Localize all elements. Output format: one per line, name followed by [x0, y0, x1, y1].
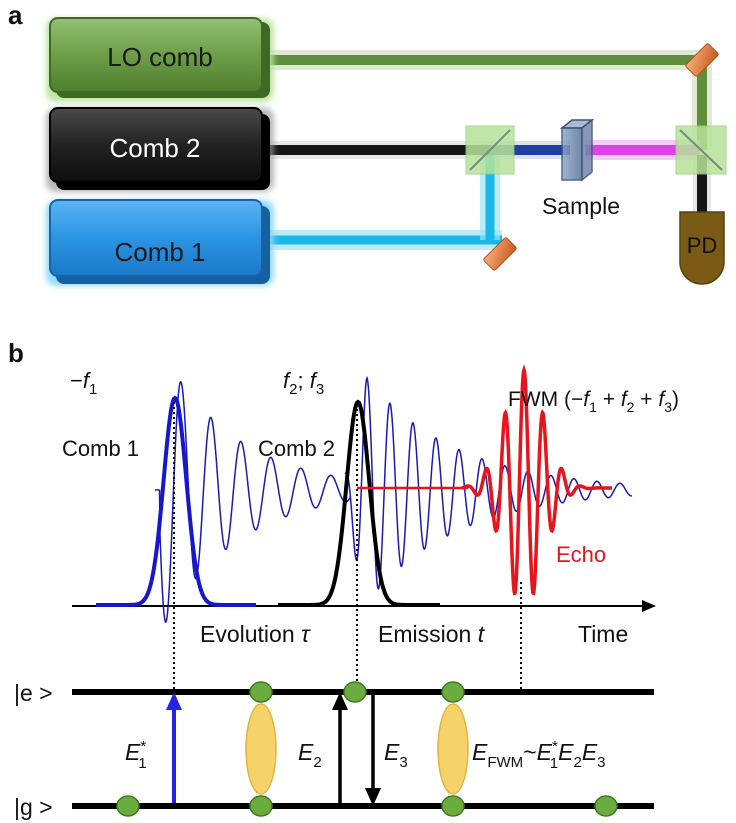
lo-comb-label: LO comb: [107, 42, 213, 72]
sample-cuvette: [559, 118, 595, 182]
comb1-label: Comb 1: [114, 237, 205, 267]
coherence-ellipse-right: [437, 703, 469, 795]
comb2-pulse-label: Comb 2: [258, 436, 335, 461]
beam-splitter-right: [675, 125, 727, 175]
coherence-ellipse-left: [245, 703, 277, 795]
e3-transition-arrow: [365, 694, 381, 806]
echo-label: Echo: [556, 542, 606, 567]
panel-a-label: a: [8, 0, 23, 30]
comb2-label: Comb 2: [109, 133, 200, 163]
comb2-pulse-envelope: [278, 399, 440, 607]
e3-field-label: E3: [384, 739, 408, 771]
efwm-field-label: EFWM~E*1E2E3: [472, 738, 606, 772]
comb2-box: Comb 2: [46, 107, 274, 192]
echo-signal: [461, 364, 612, 596]
population-dots: [116, 681, 618, 817]
comb1-oscillation: [155, 381, 351, 624]
e1-transition-arrow: [166, 692, 182, 803]
excited-state-label: |e >: [14, 680, 53, 706]
fwm-label: FWM (−f1 + f2 + f3): [508, 388, 679, 415]
mirror-top-right: [685, 43, 719, 77]
sample-label: Sample: [542, 193, 620, 219]
e1-field-label: E*1: [125, 738, 147, 772]
beam-splitter-left: [465, 125, 515, 175]
time-axis: [72, 600, 656, 612]
ground-state-label: |g >: [14, 794, 53, 820]
time-guide-lines: [173, 402, 522, 690]
comb1-frequency-label: −f1: [70, 368, 97, 398]
comb2-oscillation: [344, 375, 633, 590]
time-axis-label: Time: [578, 621, 628, 647]
evolution-label: Evolution τ: [200, 621, 311, 647]
comb1-box: Comb 1: [46, 199, 274, 286]
lo-comb-box: LO comb: [46, 17, 274, 102]
e2-transition-arrow: [332, 692, 348, 803]
mirror-bottom: [483, 237, 517, 271]
comb1-pulse-label: Comb 1: [62, 436, 139, 461]
panel-b-label: b: [8, 338, 24, 368]
photodetector: PD: [679, 211, 725, 285]
comb2-frequency-label: f2; f3: [283, 368, 324, 398]
pd-label: PD: [687, 233, 718, 258]
e2-field-label: E2: [298, 739, 322, 771]
emission-label: Emission t: [378, 621, 486, 647]
comb1-pulse-envelope: [96, 395, 256, 607]
